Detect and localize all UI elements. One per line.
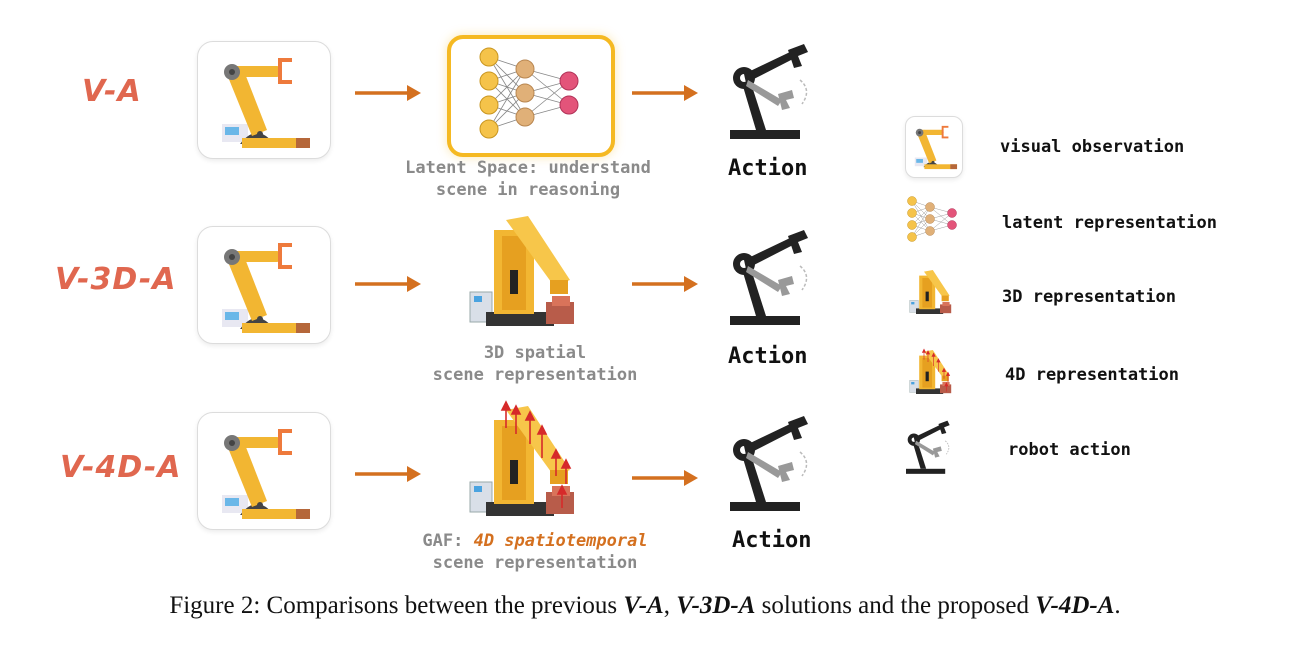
latent-space-box (447, 35, 615, 157)
4d-robot-icon (465, 401, 587, 527)
robot-arm-icon (212, 423, 312, 523)
arrow-right-icon (355, 83, 423, 103)
arrow-right-icon (355, 274, 423, 294)
visual-observation-icon (905, 116, 963, 178)
robot-arm-icon (212, 237, 312, 337)
arrow-right-icon (632, 83, 700, 103)
neural-network-icon (907, 196, 957, 242)
robot-action-icon (729, 43, 809, 140)
robot-action-icon (729, 229, 809, 326)
figure-caption: Figure 2: Comparisons between the previo… (169, 592, 1121, 619)
arrow-right-icon (632, 468, 700, 488)
legend-label: robot action (1008, 440, 1131, 460)
row-label-v-4d-a: V-4D-A (60, 450, 182, 485)
robot-action-icon (729, 415, 809, 512)
action-label: Action (728, 344, 808, 369)
latent-space-caption: Latent Space: understand scene in reason… (405, 158, 651, 200)
3d-representation-caption: 3D spatial scene representation (432, 343, 638, 385)
visual-observation-card (197, 226, 331, 344)
row-label-v-a: V-A (82, 74, 142, 109)
4d-highlight: 4D spatiotemporal (473, 531, 648, 551)
robot-action-icon (905, 420, 951, 475)
3d-robot-icon (465, 215, 587, 337)
4d-robot-icon (908, 348, 957, 399)
legend-label: 4D representation (1005, 365, 1179, 385)
4d-representation-caption: GAF: 4D spatiotemporal scene representat… (422, 531, 648, 573)
legend-label: latent representation (1002, 213, 1217, 233)
action-label: Action (732, 528, 812, 553)
arrow-right-icon (632, 274, 700, 294)
legend-label: visual observation (1000, 137, 1185, 157)
3d-robot-icon (908, 270, 957, 319)
robot-arm-icon (212, 52, 312, 152)
arrow-right-icon (355, 464, 423, 484)
visual-observation-card (197, 412, 331, 530)
visual-observation-card (197, 41, 331, 159)
legend-label: 3D representation (1002, 287, 1176, 307)
neural-network-icon (479, 47, 579, 139)
action-label: Action (728, 156, 808, 181)
row-label-v-3d-a: V-3D-A (55, 262, 177, 297)
